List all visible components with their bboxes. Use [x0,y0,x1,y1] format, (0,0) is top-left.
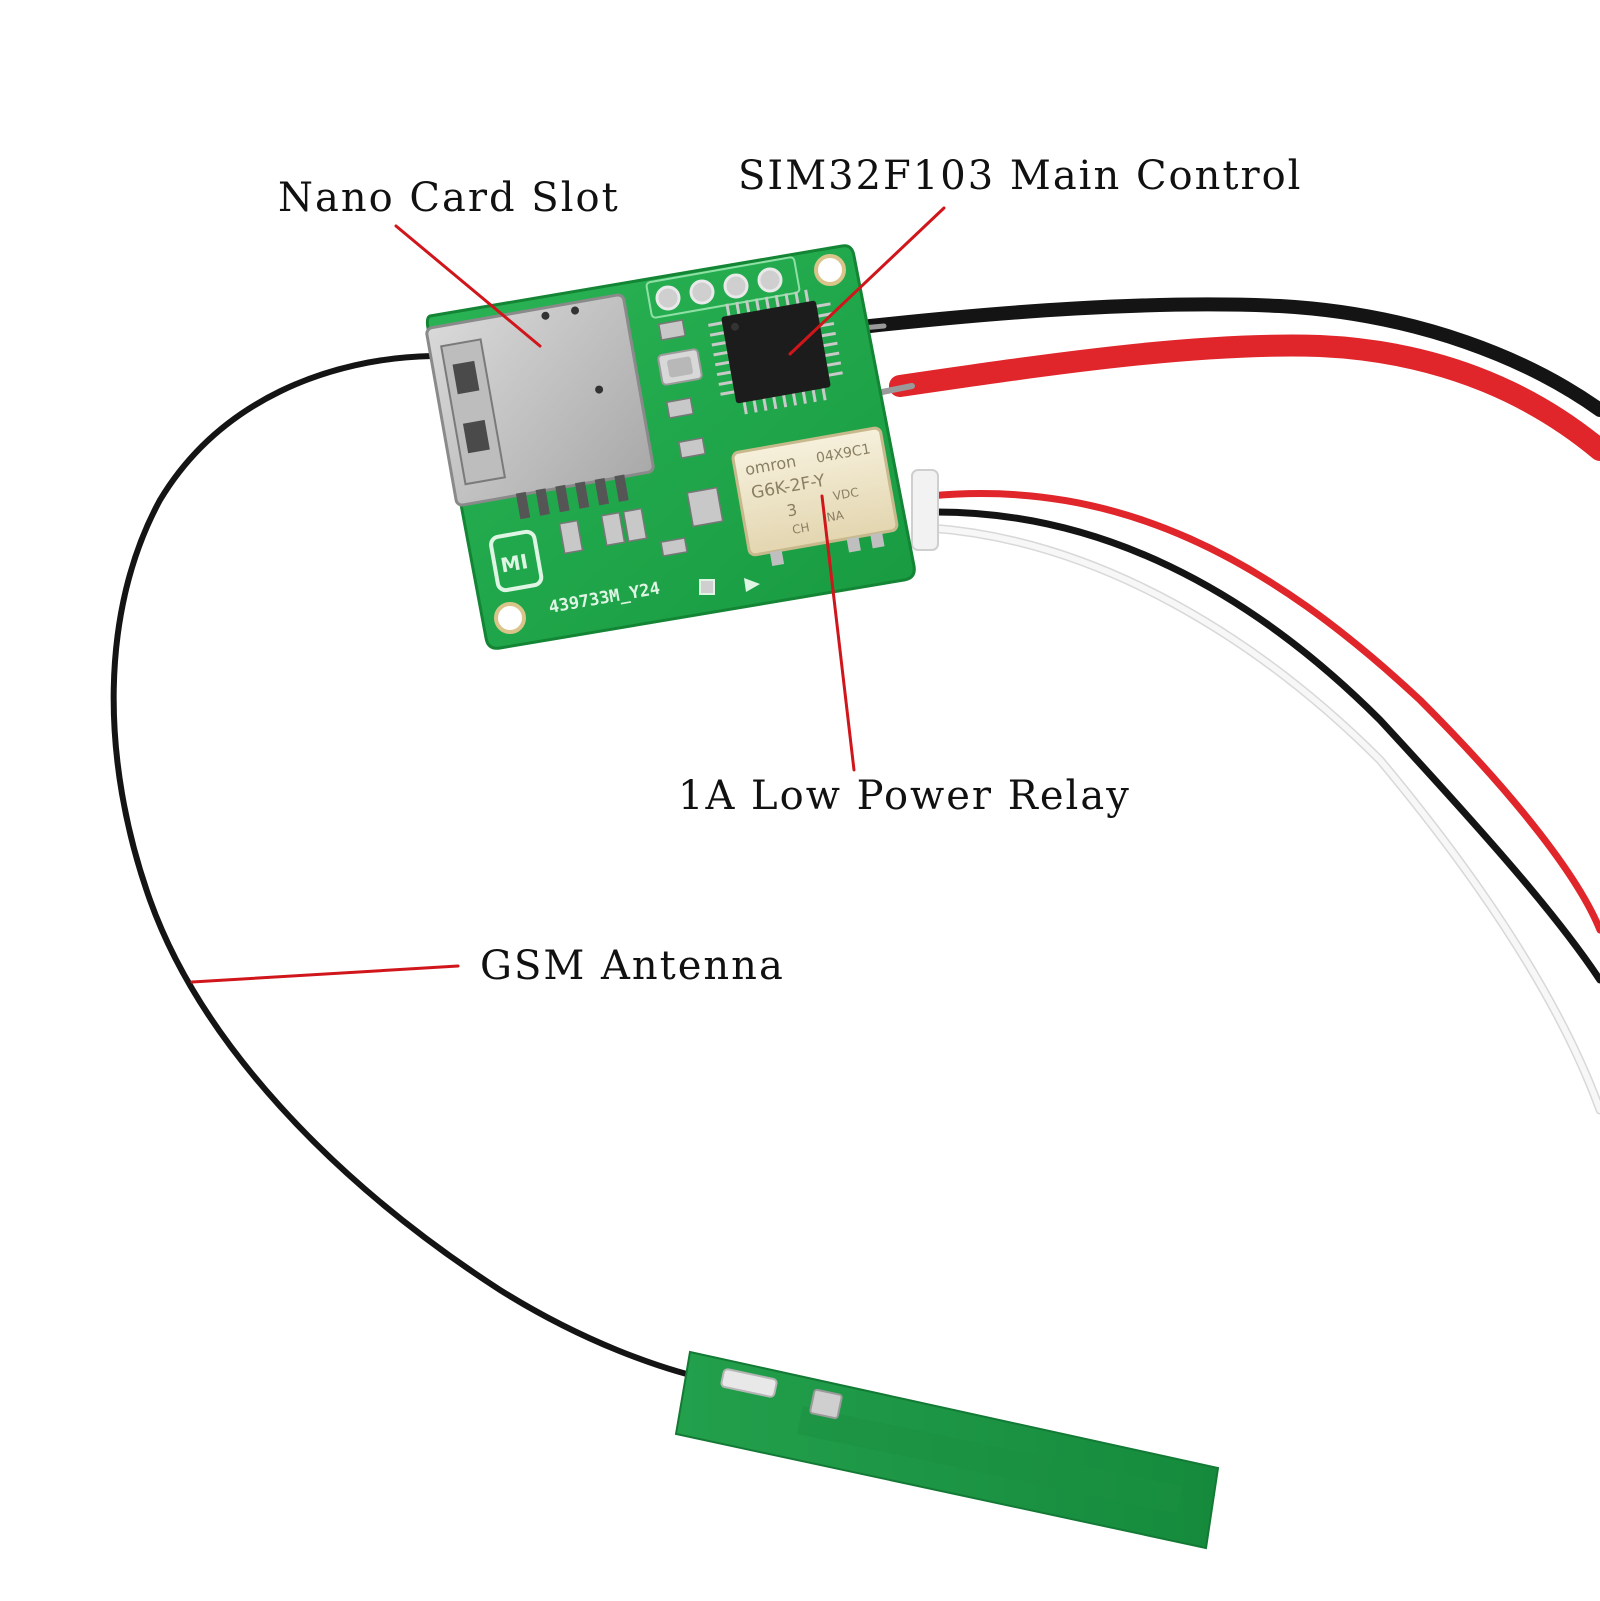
power-wires [859,297,1600,461]
white-relay-wire [925,523,1600,1115]
black-power-wire [863,297,1600,417]
leader-nano-card-slot [394,224,542,348]
relay-output-wires [911,469,1600,1115]
antenna-cable [110,353,723,1385]
mcu-chip [708,289,843,415]
antenna-solder-pad [809,1388,843,1420]
relay-ch-text: CH [791,520,811,537]
red-relay-wire [926,490,1600,934]
silkscreen-triangle [744,578,760,592]
svg-text:MI: MI [499,549,530,577]
leader-lines [190,206,946,984]
relay-na-text: NA [825,508,845,525]
label-gsm-antenna: GSM Antenna [480,943,785,989]
red-power-wire-tip [879,383,915,395]
antenna-cable-sleeve [720,1368,778,1398]
leader-gsm-antenna [190,964,460,984]
label-nano-card-slot: Nano Card Slot [278,175,620,221]
leader-relay [820,494,856,772]
relay-vdc-text: VDC [832,485,860,503]
mi-logo: MI [489,529,544,593]
leader-main-control [788,206,946,356]
black-relay-wire [926,508,1600,984]
silkscreen-pad [699,579,715,595]
relay-voltage-text: 3 [785,500,798,520]
label-relay: 1A Low Power Relay [678,773,1131,819]
label-main-control: SIM32F103 Main Control [738,153,1303,199]
mount-hole-bottom-left [494,602,526,634]
nano-sim-slot [425,293,655,520]
antenna-pcb [674,1350,1220,1550]
mount-hole-top-right [814,254,846,286]
red-power-wire [889,334,1600,461]
relay-component: omron 04X9C1 G6K-2F-Y 3 VDC CH NA [731,426,899,567]
jst-connector [911,469,939,551]
main-pcb: omron 04X9C1 G6K-2F-Y 3 VDC CH NA 439733… [425,244,916,650]
passive-components [558,319,724,557]
